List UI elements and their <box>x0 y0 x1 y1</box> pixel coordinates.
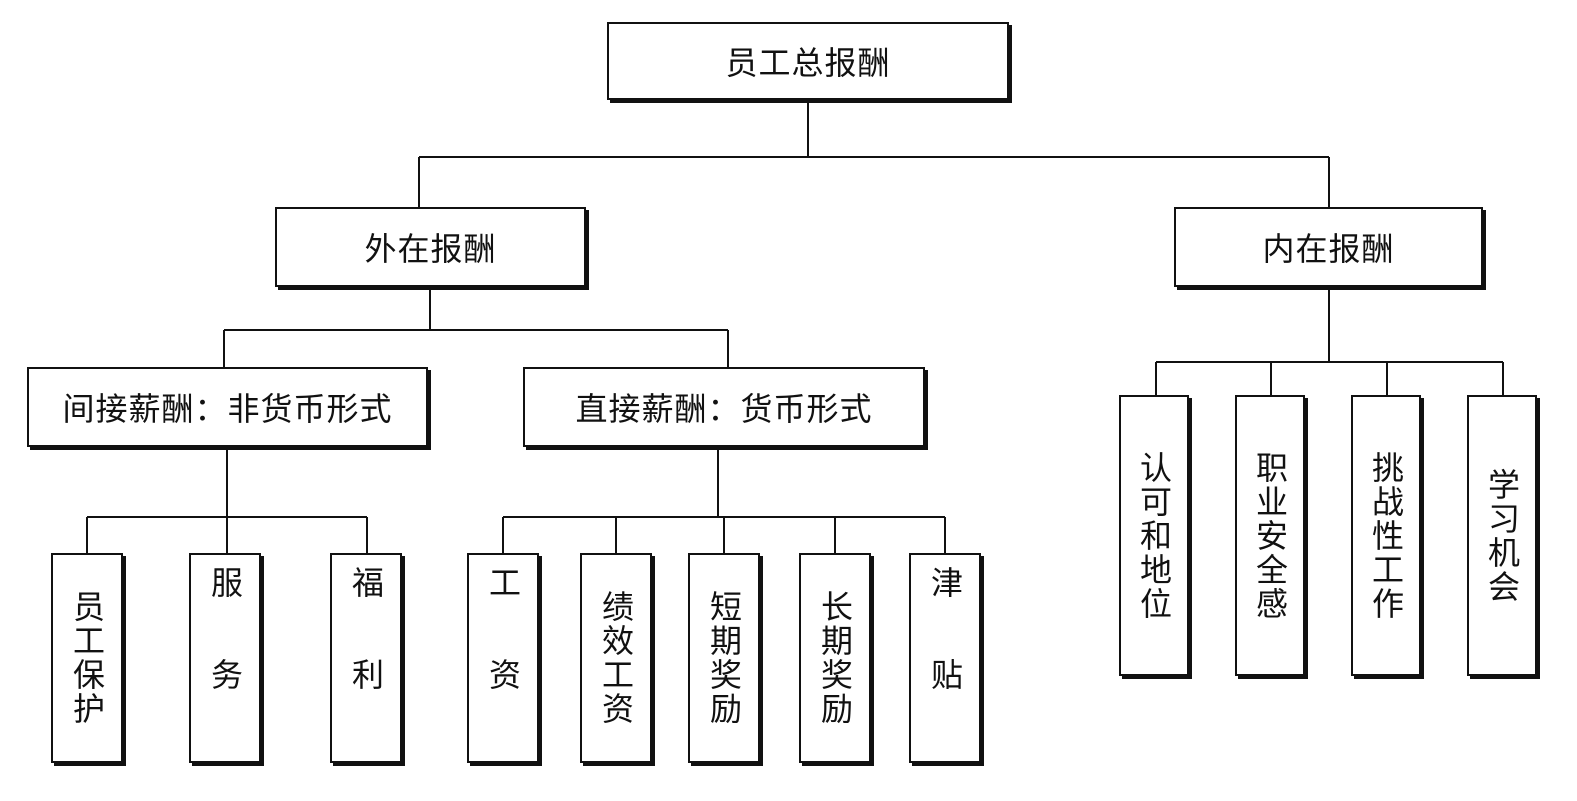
indirect-label: 间接薪酬：非货币形式 <box>62 390 393 428</box>
leaf-label: 职业安全感 <box>1251 450 1289 621</box>
leaf-label: 福利 <box>347 566 385 750</box>
leaf-node: 工资 <box>467 553 539 763</box>
leaf-node: 福利 <box>330 553 402 763</box>
direct-label: 直接薪酬：货币形式 <box>575 390 873 428</box>
leaf-node: 职业安全感 <box>1235 395 1305 676</box>
leaf-label: 挑战性工作 <box>1367 450 1405 621</box>
root-node: 员工总报酬 <box>607 22 1009 100</box>
indirect-node: 间接薪酬：非货币形式 <box>27 367 428 447</box>
leaf-label: 认可和地位 <box>1135 450 1173 621</box>
leaf-node: 员工保护 <box>51 553 123 763</box>
leaf-label: 员工保护 <box>68 590 106 726</box>
intrinsic-node: 内在报酬 <box>1174 207 1483 287</box>
leaf-label: 绩效工资 <box>597 590 635 726</box>
leaf-label: 服务 <box>206 566 244 750</box>
leaf-label: 短期奖励 <box>705 590 743 726</box>
leaf-node: 挑战性工作 <box>1351 395 1421 676</box>
direct-node: 直接薪酬：货币形式 <box>523 367 925 447</box>
leaf-label: 津贴 <box>926 566 964 750</box>
leaf-node: 认可和地位 <box>1119 395 1189 676</box>
leaf-label: 学习机会 <box>1483 467 1521 604</box>
extrinsic-node: 外在报酬 <box>275 207 586 287</box>
leaf-node: 学习机会 <box>1467 395 1537 676</box>
leaf-node: 服务 <box>189 553 261 763</box>
intrinsic-label: 内在报酬 <box>1262 230 1395 268</box>
leaf-label: 工资 <box>484 566 522 750</box>
leaf-node: 绩效工资 <box>580 553 652 763</box>
extrinsic-label: 外在报酬 <box>364 230 497 268</box>
leaf-label: 长期奖励 <box>816 590 854 726</box>
leaf-node: 津贴 <box>909 553 981 763</box>
root-label: 员工总报酬 <box>725 44 891 82</box>
leaf-node: 长期奖励 <box>799 553 871 763</box>
leaf-node: 短期奖励 <box>688 553 760 763</box>
